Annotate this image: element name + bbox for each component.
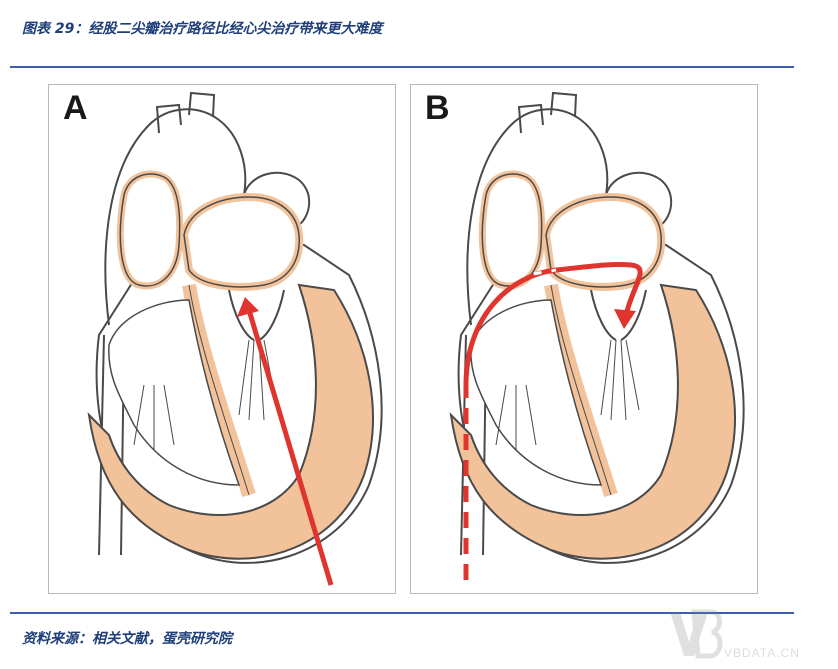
panel-label-a: A	[63, 89, 88, 127]
transseptal-crossing-dash	[515, 268, 557, 279]
right-atrium	[478, 170, 546, 290]
right-ventricle	[470, 299, 603, 486]
chordae	[600, 339, 640, 421]
transseptal-route-curve	[463, 261, 643, 386]
tricuspid-chordae	[495, 384, 537, 450]
aorta	[466, 108, 609, 326]
right-ventricle	[108, 299, 241, 486]
heart-diagram-b	[449, 91, 745, 580]
top-divider	[10, 66, 794, 68]
diagram-panel-a: A	[48, 84, 396, 594]
tricuspid-chordae	[133, 384, 175, 450]
bottom-divider	[10, 612, 794, 614]
panel-label-b: B	[425, 89, 450, 127]
figure-caption: 图表 29：经股二尖瓣治疗路径比经心尖治疗带来更大难度	[22, 21, 383, 37]
heart-diagram-a	[87, 91, 383, 586]
pulmonary-trunk	[243, 171, 311, 226]
vessel-branch-2	[188, 91, 216, 118]
vessel-branch-2	[550, 91, 578, 118]
arrow-head-a	[237, 297, 259, 317]
arrow-head-b	[614, 309, 636, 329]
chordae	[238, 339, 278, 421]
mitral-valve	[590, 289, 647, 341]
myocardium	[449, 283, 736, 560]
transapical-route-arrow	[246, 309, 334, 586]
vb-logo-icon	[670, 609, 723, 659]
vessel-branch-1	[517, 103, 544, 134]
pulmonary-trunk	[605, 171, 673, 226]
diagram-panel-b: B	[410, 84, 758, 594]
vessel-branch-1	[155, 103, 182, 134]
aorta	[104, 108, 247, 326]
watermark-text: VBDATA.CN	[724, 646, 800, 660]
vbdata-watermark: VBDATA.CN	[664, 606, 834, 666]
source-note: 资料来源：相关文献，蛋壳研究院	[22, 631, 232, 647]
mitral-valve	[228, 289, 285, 341]
right-atrium	[116, 170, 184, 290]
